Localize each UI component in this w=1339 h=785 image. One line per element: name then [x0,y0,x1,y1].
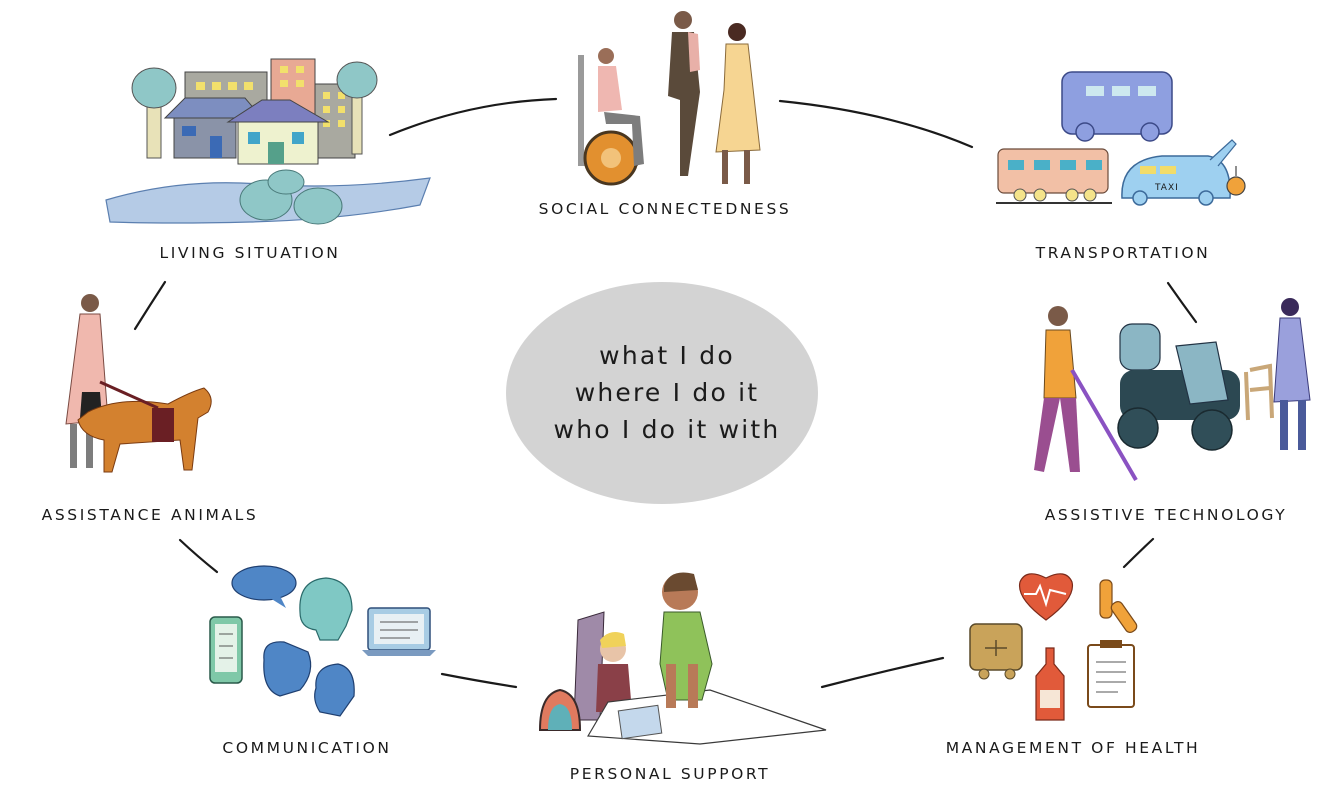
tree-trunk-icon [351,89,363,155]
mobility-scooter-icon [1119,323,1161,371]
label-social-connectedness: SOCIAL CONNECTEDNESS [538,200,792,218]
center-line: who I do it with [553,415,781,444]
white-cane-icon [1070,368,1138,482]
person-icon [598,66,622,112]
bush-icon [267,169,305,195]
person-icon [1273,317,1311,403]
sign-language-hand-icon [314,663,355,717]
social-connectedness-illustration [578,11,761,186]
personal-support-illustration [538,572,827,745]
transportation-illustration: TAXI [996,71,1246,206]
clipboard-icon [1087,644,1135,708]
communication-illustration [209,565,436,717]
head-profile-icon [299,577,353,641]
medicine-bottle-icon [1035,647,1065,721]
walking-frame-icon [1244,363,1274,421]
bandage-icon [1110,600,1138,634]
drawing-paper-icon [617,704,663,740]
center-line: where I do it [574,378,760,407]
connectors [133,97,1198,689]
person-head-icon [674,11,692,29]
management-of-health-illustration [969,573,1138,721]
living-situation-illustration [105,58,431,225]
heart-icon [1018,573,1074,621]
tree-icon [131,67,177,109]
label-management-of-health: MANAGEMENT OF HEALTH [945,739,1201,757]
center-text: what I do where I do it who I do it with [512,337,822,448]
person-head-icon [1048,306,1068,326]
person-head-icon [598,48,614,64]
connector-transport-assistive [1166,281,1198,324]
connector-communication-personal [440,672,518,689]
connector-living-animals [133,280,167,331]
label-assistive-technology: ASSISTIVE TECHNOLOGY [1044,506,1288,524]
label-living-situation: LIVING SITUATION [159,244,341,262]
connector-social-transport [778,99,974,149]
center-ellipse [506,282,818,504]
house-icon [173,117,237,159]
label-transportation: TRANSPORTATION [1035,244,1211,262]
bandage-icon [1099,579,1113,619]
bush-icon [293,187,343,225]
tree-trunk-icon [146,99,162,159]
connector-assistive-health [1122,537,1155,569]
dog-harness-icon [152,408,174,442]
person-head-icon [81,294,99,312]
person-icon [1043,329,1077,399]
label-personal-support: PERSONAL SUPPORT [569,765,771,783]
assistive-technology-illustration [1034,298,1311,482]
center-line: what I do [599,341,735,370]
sign-language-hand-icon [263,641,312,697]
person-icon [715,43,761,153]
speech-bubble-icon [231,565,297,601]
train-icon [997,148,1109,194]
assistance-animals-illustration [65,294,212,473]
person-head-icon [1281,298,1299,316]
person-head-icon [728,23,746,41]
connector-living-social [388,97,558,137]
taxi-sign: TAXI [1154,183,1179,193]
tree-icon [336,61,378,99]
connector-animals-communication [178,538,219,574]
label-communication: COMMUNICATION [222,739,392,757]
label-assistance-animals: ASSISTANCE ANIMALS [41,506,259,524]
connector-personal-health [820,656,945,689]
